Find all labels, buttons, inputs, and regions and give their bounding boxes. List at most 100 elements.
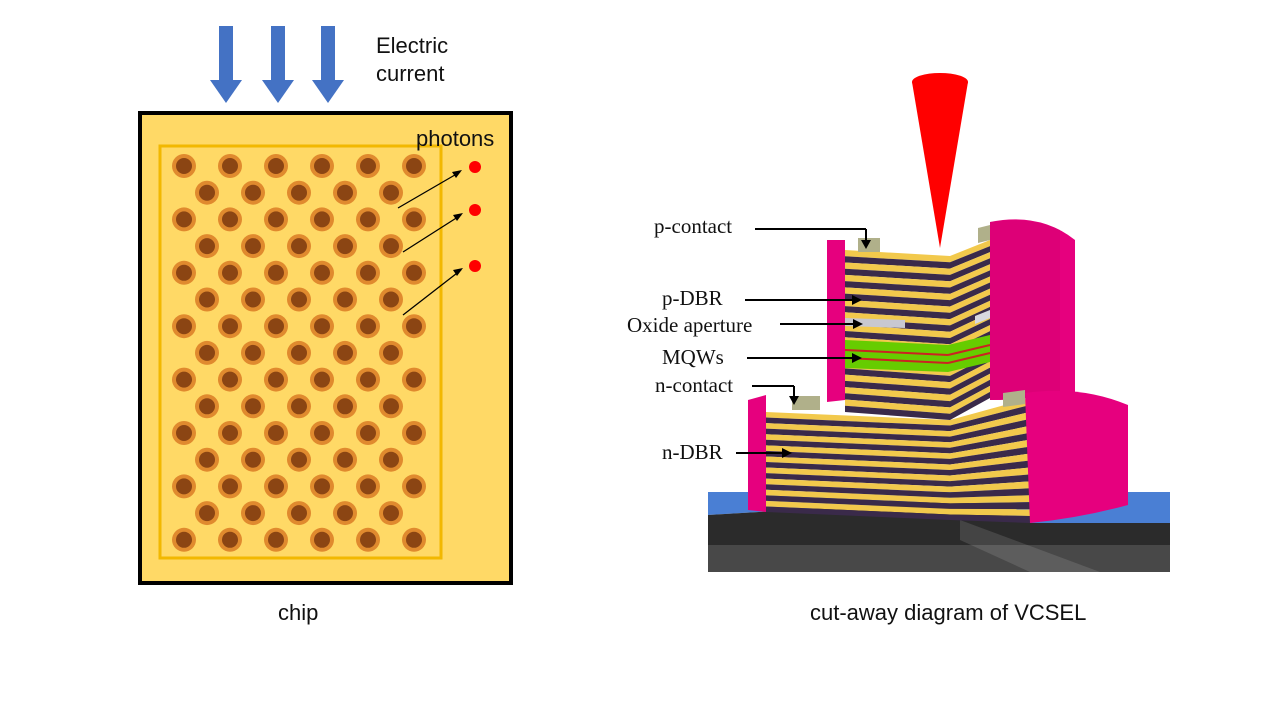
emitter-core: [268, 425, 284, 441]
dbr-layer: [950, 514, 1030, 523]
emitter-core: [199, 398, 215, 415]
dbr-layer: [766, 500, 950, 515]
dbr-layer: [766, 484, 950, 498]
emitter-core: [222, 158, 238, 174]
emitter-core: [360, 371, 376, 388]
emitter-core: [222, 425, 238, 441]
dbr-layer: [845, 380, 950, 395]
dbr-layer: [766, 423, 950, 437]
dbr-layer: [845, 374, 950, 389]
emitter-core: [360, 478, 376, 495]
emitter-core: [222, 371, 238, 388]
emitter-core: [360, 531, 376, 548]
emitter-core: [360, 158, 376, 174]
dbr-layer: [950, 373, 990, 402]
dbr-layer: [845, 268, 950, 282]
emitter-core: [383, 451, 399, 468]
dbr-layer: [950, 453, 1030, 470]
emitter-core: [222, 531, 238, 548]
dbr-layer: [766, 412, 950, 426]
emitter-core: [383, 184, 399, 201]
emitter-core: [360, 425, 376, 441]
dbr-layer: [950, 467, 1030, 482]
dbr-layer: [845, 312, 950, 326]
n-contact-label: n-contact: [655, 373, 734, 397]
dbr-layer: [766, 417, 950, 432]
dbr-layer: [950, 391, 990, 420]
dbr-layer: [845, 331, 950, 345]
emitter-core: [245, 451, 261, 468]
emitter-core: [199, 451, 215, 468]
passivation-cylinder-upper-shade: [990, 220, 1060, 400]
emitter-core: [383, 505, 399, 522]
emitter-core: [291, 505, 307, 522]
dbr-layer: [950, 361, 990, 389]
emitter-core: [314, 264, 330, 281]
vcsel-cutaway: [708, 73, 1170, 572]
mqw-region-right: [948, 335, 990, 372]
dbr-layer: [845, 405, 950, 420]
p-contact-label: p-contact: [654, 214, 733, 238]
oxide-aperture-label: Oxide aperture: [627, 313, 753, 337]
emitter-core: [176, 158, 192, 174]
emitter-core: [291, 238, 307, 255]
emitter-core: [222, 211, 238, 228]
emitter-core: [268, 158, 284, 174]
dbr-layer: [950, 240, 990, 263]
emitter-core: [245, 398, 261, 415]
dbr-layer: [950, 294, 990, 320]
emitter-core: [268, 211, 284, 228]
dbr-layer: [950, 246, 990, 269]
dbr-layer: [950, 282, 990, 307]
emitter-core: [406, 425, 422, 441]
dbr-layer: [766, 428, 950, 443]
electric-current-line1: Electric: [376, 33, 449, 58]
emitter-core: [406, 158, 422, 174]
dbr-layer: [950, 488, 1030, 498]
emitter-core: [176, 371, 192, 388]
emitter-core: [176, 531, 192, 548]
vcsel-caption: cut-away diagram of VCSEL: [810, 600, 1087, 625]
emitter-core: [383, 344, 399, 361]
dbr-layer: [766, 495, 950, 509]
dbr-layer: [950, 404, 1030, 432]
emitter-core: [337, 184, 353, 201]
emitter-core: [360, 264, 376, 281]
dbr-layer: [845, 393, 950, 408]
emitter-core: [406, 264, 422, 281]
photon-dot: [469, 260, 481, 272]
p-contact-pad-right: [978, 225, 990, 243]
emitter-core: [291, 291, 307, 308]
dbr-layer: [845, 293, 950, 307]
emitter-core: [337, 344, 353, 361]
photon-arrows: [397, 170, 463, 316]
emitter-core: [337, 398, 353, 415]
emitter-core: [199, 291, 215, 308]
dbr-layer: [845, 306, 950, 320]
emitter-grid: [172, 154, 426, 552]
emitter-core: [360, 318, 376, 335]
dbr-layer: [950, 367, 990, 395]
emitter-core: [337, 238, 353, 255]
photons-label: photons: [416, 126, 495, 151]
n-dbr-stack-right: [950, 398, 1030, 523]
emitter-core: [245, 291, 261, 308]
electric-current-line2: current: [376, 61, 445, 86]
mqw-region: [845, 340, 948, 372]
emitter-core: [314, 318, 330, 335]
current-arrows: [210, 26, 344, 103]
emitter-core: [383, 291, 399, 308]
substrate-base: [708, 500, 1170, 572]
dbr-layer: [845, 250, 950, 263]
dbr-layer: [950, 474, 1030, 487]
dbr-layer: [950, 418, 1030, 443]
dbr-layer: [845, 274, 950, 288]
emitter-core: [268, 478, 284, 495]
current-arrow: [262, 26, 294, 103]
n-contact-pad-right: [1003, 390, 1025, 407]
emitter-core: [314, 478, 330, 495]
emitter-core: [337, 291, 353, 308]
laser-beam: [912, 82, 968, 248]
dbr-layer: [950, 264, 990, 288]
